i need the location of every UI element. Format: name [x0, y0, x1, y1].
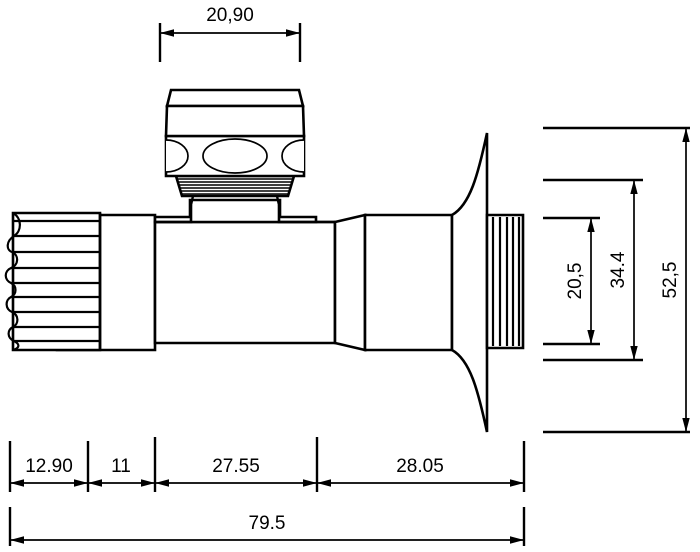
top-handle-cap [165, 88, 305, 108]
arrow-right-icon [510, 536, 524, 544]
threaded-outlet-ribs [491, 217, 521, 346]
dimension-mid-height: 34.4 [608, 180, 638, 360]
arrow-down-icon [587, 330, 595, 344]
dim-label-mid-height: 34.4 [608, 251, 629, 288]
dimension-knurled-cap-length: 12.90 [10, 456, 88, 487]
dimension-overall-length: 79.5 [8, 507, 526, 546]
right-reference-lines [543, 126, 690, 434]
dim-label-overall-length: 79.5 [249, 513, 286, 534]
arrow-right-icon [74, 479, 88, 487]
dim-label-collar-length: 11 [111, 456, 131, 477]
handle-oval-center [202, 138, 268, 174]
handle-oval-left [165, 139, 189, 173]
dimension-handle-width: 20,90 [158, 5, 302, 62]
dim-label-handle-width: 20,90 [206, 5, 254, 26]
handle-oval-right [281, 139, 305, 173]
handle-upper-body [164, 104, 306, 138]
arrow-right-icon [303, 479, 317, 487]
outlet-taper [333, 213, 367, 352]
handwheel-ribs [11, 219, 100, 343]
dim-label-body-length: 27.55 [212, 456, 260, 477]
arrow-down-icon [630, 346, 638, 360]
arrow-down-icon [682, 418, 690, 432]
body-notch-right [277, 205, 335, 224]
dim-label-overall-height: 52,5 [660, 262, 681, 299]
arrow-up-icon [630, 180, 638, 194]
dimension-overall-height: 52,5 [660, 128, 690, 432]
arrow-right-icon [510, 479, 524, 487]
dimension-outlet-length: 28.05 [317, 456, 524, 487]
valve-body [153, 220, 337, 345]
arrow-left-icon [88, 479, 102, 487]
arrow-left-icon [317, 479, 331, 487]
arrow-left-icon [155, 479, 169, 487]
stem-left [189, 195, 195, 206]
dimension-collar-length: 11 [88, 456, 155, 487]
knurled-handwheel [11, 211, 102, 352]
arrow-right-icon [141, 479, 155, 487]
stem-right [275, 195, 281, 206]
threaded-neck-threads [177, 178, 293, 195]
outlet-barrel [363, 213, 454, 352]
arrow-left-icon [10, 536, 24, 544]
cone-flange [450, 132, 489, 433]
arrow-left-icon [10, 479, 24, 487]
arrow-left-icon [160, 29, 174, 37]
body-top-fill [153, 198, 318, 224]
dim-label-inner-height: 20,5 [565, 263, 586, 300]
arrow-up-icon [587, 218, 595, 232]
arrow-up-icon [682, 128, 690, 142]
dim-label-knurled-cap-length: 12.90 [25, 456, 73, 477]
handwheel-scallop-edge [4, 212, 21, 352]
dimension-inner-height: 20,5 [565, 218, 595, 344]
body-notch-left [155, 205, 193, 224]
dim-label-outlet-length: 28.05 [396, 456, 444, 477]
dimension-body-length: 27.55 [155, 456, 317, 487]
arrow-right-icon [286, 29, 300, 37]
